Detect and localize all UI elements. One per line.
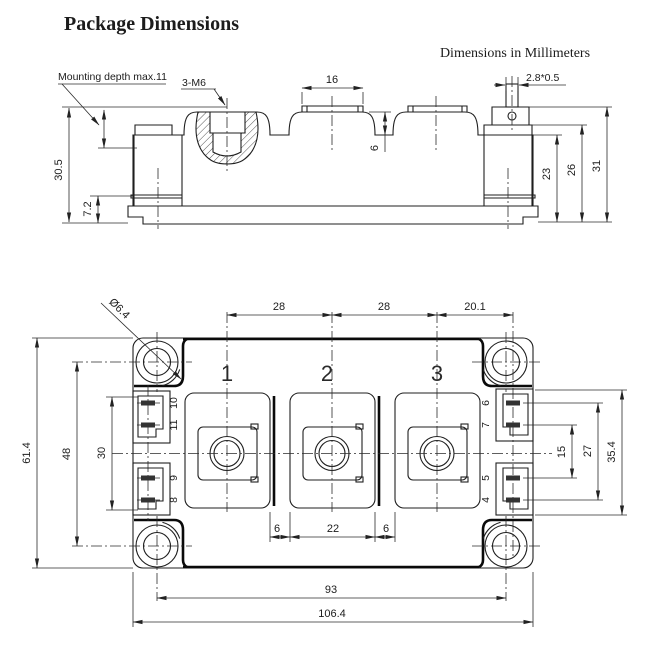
dim-total-height: 31	[591, 160, 603, 172]
hole-diameter-label: Ø6.4	[106, 296, 131, 321]
mounting-hole-bl	[72, 516, 192, 601]
dim-aux-pin: 2.8*0.5	[526, 72, 559, 84]
dim-boss-height: 26	[566, 164, 578, 176]
terminal-label-2: 2	[321, 361, 333, 386]
dim-61-4: 61.4	[21, 442, 33, 463]
side-right-foot	[483, 76, 536, 229]
dim-35-4: 35.4	[606, 441, 618, 462]
mounting-hole-br	[472, 516, 541, 601]
mounting-depth-note: Mounting depth max.11	[58, 71, 167, 83]
pin-label-8: 8	[168, 497, 180, 503]
bottom-chain-dims: 6 22 6	[269, 512, 396, 542]
page-title: Package Dimensions	[64, 13, 239, 35]
terminal-label-3: 3	[431, 361, 443, 386]
thread-spec: 3-M6	[182, 77, 206, 89]
connector-left-top	[132, 390, 171, 444]
side-left-foot	[130, 124, 183, 229]
terminal-1	[184, 392, 271, 509]
terminal-3	[394, 392, 481, 509]
dim-106-4: 106.4	[318, 608, 346, 620]
pin-label-9: 9	[168, 475, 180, 481]
terminal-2	[289, 392, 376, 509]
dim-28-a: 28	[273, 301, 285, 313]
dim-terminal-width: 16	[326, 74, 338, 86]
dim-case-height: 23	[541, 168, 553, 180]
left-dims: 61.4 48 30	[21, 337, 138, 569]
terminal-width-dim: 16	[301, 74, 364, 104]
aux-pin-dim: 2.8*0.5	[494, 72, 566, 91]
corner-tab-bl	[134, 518, 188, 569]
dim-93: 93	[325, 584, 337, 596]
dim-22: 22	[327, 523, 339, 535]
mounting-hole-tr	[472, 332, 541, 392]
pin-label-10: 10	[168, 397, 180, 409]
pin-label-11: 11	[168, 419, 180, 430]
side-dims-right: 23 26 31	[529, 106, 612, 223]
corner-tab-br	[478, 518, 532, 569]
top-view-drawing: Ø6.4 1 2 3	[21, 296, 627, 627]
connector-left-bottom	[132, 462, 171, 516]
side-view-drawing: 30.5 Mounting depth max.11 7.2 3-M6 16	[53, 71, 612, 229]
dim-48: 48	[61, 448, 73, 460]
dim-28-b: 28	[378, 301, 390, 313]
dim-20-1: 20.1	[464, 301, 485, 313]
side-terminal-cover-3	[392, 96, 479, 150]
side-terminal-cover-2	[288, 96, 376, 150]
dim-overall-height: 30.5	[53, 159, 65, 180]
dim-6-a: 6	[274, 523, 280, 535]
terminal-label-1: 1	[221, 361, 233, 386]
corner-tab-tr	[478, 337, 532, 388]
connector-right-bottom	[495, 462, 534, 516]
units-note: Dimensions in Millimeters	[440, 46, 590, 61]
top-chain-dims: 28 28 20.1	[226, 301, 514, 318]
pin-label-7: 7	[480, 422, 492, 428]
dim-30: 30	[96, 447, 108, 459]
mounting-hole-tl	[72, 332, 192, 392]
dim-15: 15	[556, 446, 568, 458]
thread-callout: 3-M6	[181, 77, 226, 106]
cover-height-dim: 6	[369, 111, 391, 152]
pin-label-5: 5	[480, 475, 492, 481]
connector-right-top	[495, 388, 534, 442]
dim-base-step: 7.2	[82, 201, 94, 216]
width-dims: 93 106.4	[132, 572, 534, 627]
side-dims-left: 30.5 Mounting depth max.11 7.2	[53, 71, 227, 224]
dim-27: 27	[582, 445, 594, 457]
dim-cover-height: 6	[369, 145, 381, 151]
pin-label-6: 6	[480, 400, 492, 406]
corner-tab-tl	[134, 337, 188, 388]
dim-6-b: 6	[383, 523, 389, 535]
pin-label-4: 4	[480, 497, 492, 503]
right-dims: 15 27 35.4	[523, 389, 627, 516]
side-terminal-cover-1	[183, 98, 271, 172]
